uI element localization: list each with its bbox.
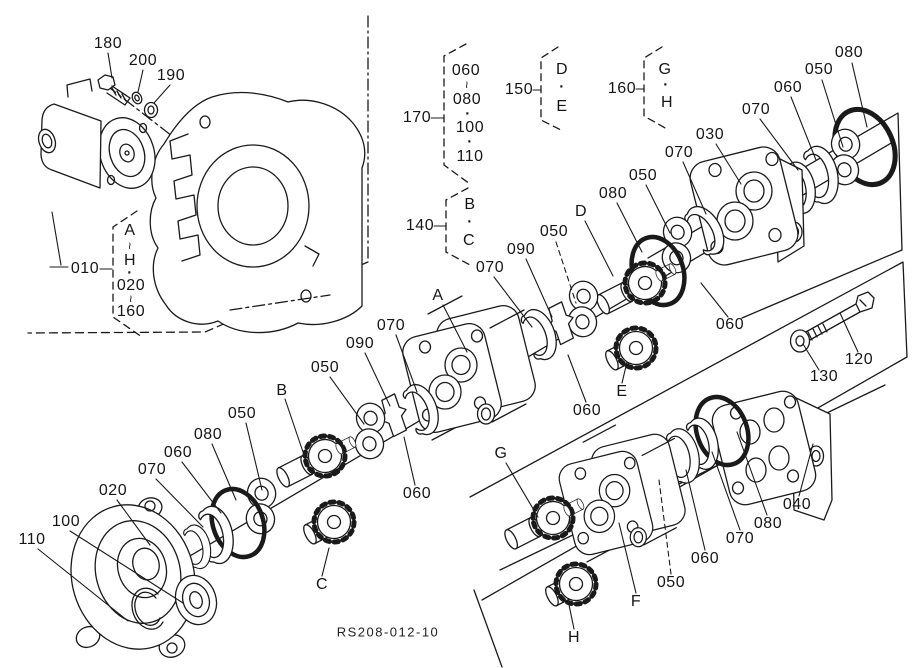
- part-snap-ring-110: [131, 587, 164, 630]
- part-bolt-180: [97, 74, 131, 106]
- part-bolt-120: [803, 291, 875, 342]
- part-front-cover-020: [70, 497, 196, 658]
- bracket-160-contents: [643, 46, 668, 130]
- group-brackets: [112, 43, 668, 338]
- inset-pump-assembly: [37, 78, 156, 189]
- part-flange-housing-030: [689, 146, 805, 266]
- part-spring-washer-200: [131, 91, 143, 105]
- part-oil-seal-100: [174, 574, 218, 626]
- bracket-170-contents: [443, 43, 471, 185]
- leader-lines: [37, 52, 868, 630]
- part-ring-190: [143, 101, 159, 119]
- part-rear-cover-040: [711, 390, 833, 521]
- bracket-150-contents: [540, 46, 564, 132]
- transmission-case: [105, 84, 366, 334]
- part-washer-130: [789, 329, 811, 353]
- bracket-010-contents: [112, 210, 143, 338]
